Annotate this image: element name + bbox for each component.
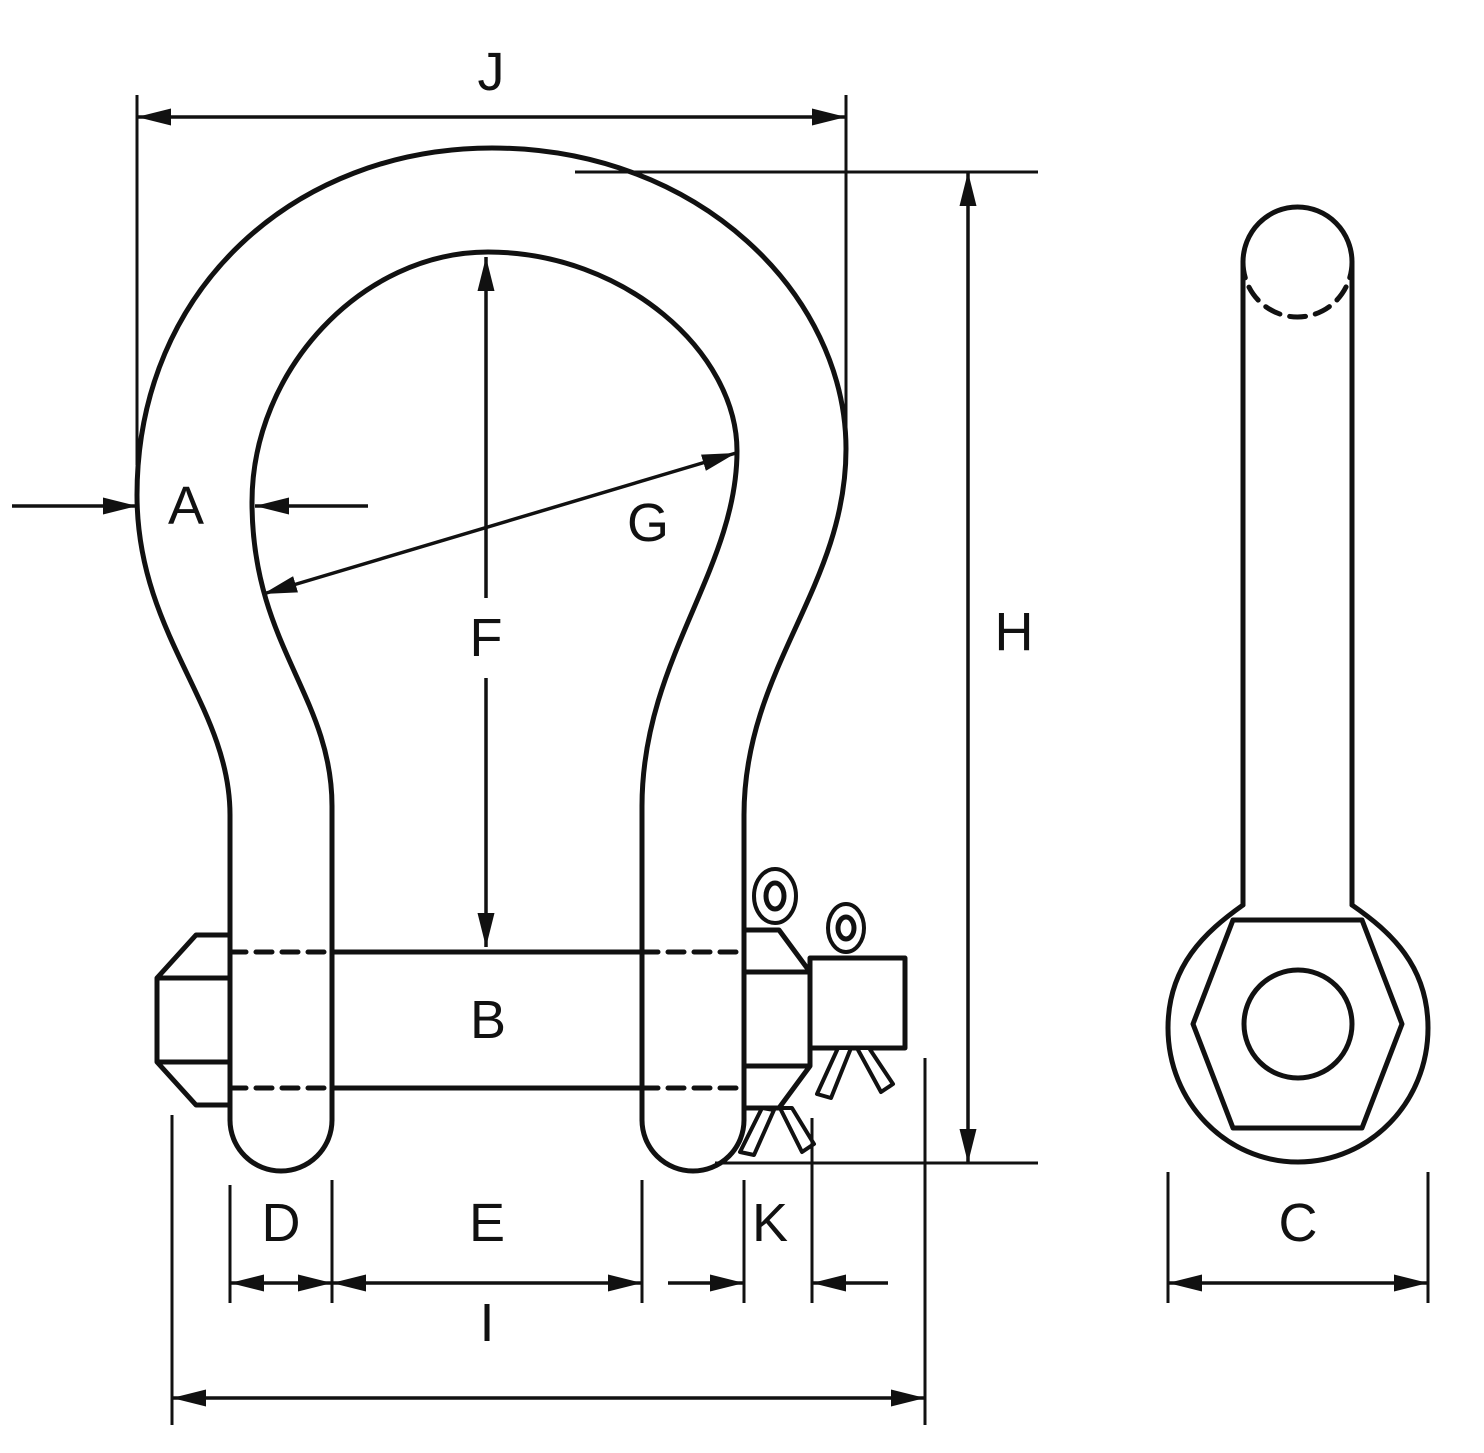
dim-label-e: E — [469, 1193, 505, 1253]
dimension-E: E — [332, 1193, 642, 1292]
cotter-1-right-leg — [778, 1106, 816, 1154]
pin-shaft-end-hidden — [1240, 259, 1355, 320]
dim-label-g: G — [627, 493, 669, 553]
front-view — [134, 145, 908, 1174]
nut — [741, 927, 813, 1111]
pin-eye-boss — [1165, 902, 1431, 1165]
dimensions: J A G F H B — [12, 42, 1430, 1425]
dim-label-h: H — [995, 602, 1034, 662]
cotter-2-right-leg — [855, 1046, 895, 1094]
pin-body-edges — [329, 949, 645, 1091]
dimension-C: C — [1166, 1172, 1430, 1303]
dimension-D: D — [230, 1193, 332, 1292]
dimension-B: B — [470, 990, 506, 1050]
dimension-K: K — [668, 1193, 888, 1292]
dim-label-k: K — [752, 1193, 788, 1253]
side-view-pin — [1165, 204, 1431, 1165]
pin-end-shank — [807, 955, 908, 1051]
pin-hole — [1241, 967, 1355, 1081]
dimension-J: J — [135, 42, 848, 465]
cotter-ring-1-outer — [752, 867, 798, 925]
dim-label-f: F — [470, 608, 503, 668]
dim-label-i: I — [479, 1293, 494, 1353]
cotter-ring-2-inner — [835, 914, 857, 942]
dim-label-c: C — [1279, 1193, 1318, 1253]
cotter-1-left-leg — [738, 1106, 776, 1157]
left-leg-bottom — [227, 1117, 335, 1174]
dim-label-a: A — [168, 476, 204, 536]
bolt-head — [154, 932, 233, 1108]
dimension-F: F — [470, 257, 503, 947]
dimension-I: I — [170, 1058, 927, 1425]
pin-shaft — [1240, 204, 1355, 908]
cotter-ring-1-inner — [763, 880, 787, 912]
dim-label-b: B — [470, 990, 506, 1050]
cotter-ring-2-outer — [826, 902, 866, 954]
right-leg-bottom — [639, 1117, 747, 1174]
dimension-G: G — [262, 451, 737, 596]
dim-label-j: J — [478, 42, 505, 102]
pin-hidden-edges — [227, 949, 747, 1091]
dim-line — [262, 451, 737, 596]
cotter-2-left-leg — [815, 1046, 853, 1100]
dim-label-d: D — [262, 1193, 301, 1253]
bow-outer-outline — [134, 145, 849, 1123]
dimension-A: A — [12, 476, 368, 536]
pin-hex-flats — [1190, 917, 1405, 1131]
dimension-H: H — [575, 170, 1038, 1165]
cotter-pins — [738, 867, 895, 1157]
